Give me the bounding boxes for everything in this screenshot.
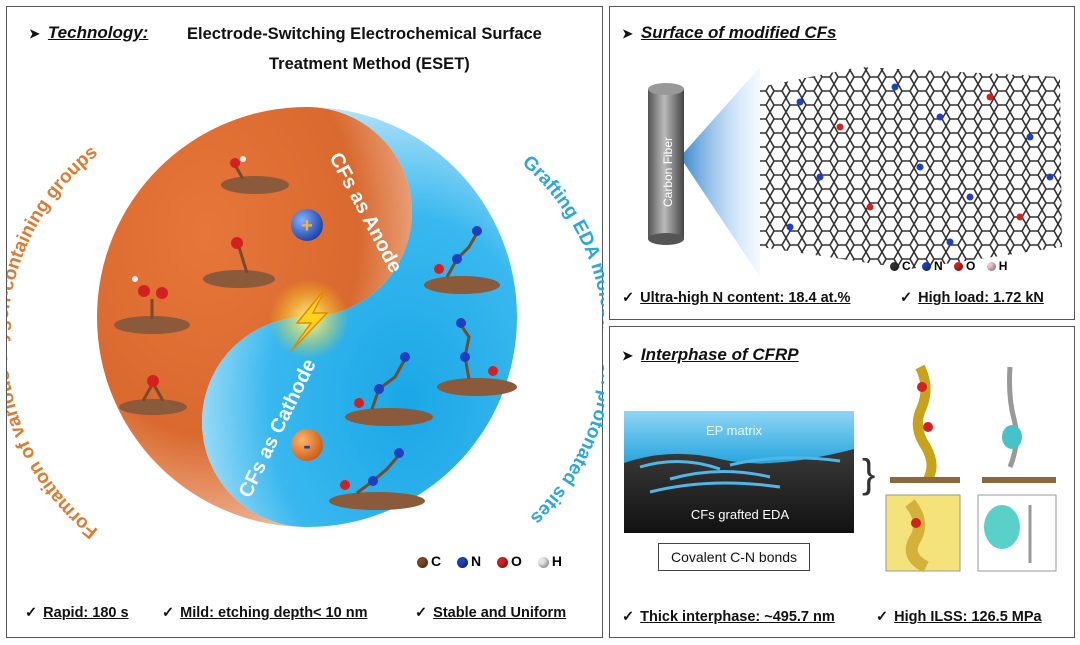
oxygen-group-molecule-3	[114, 276, 190, 334]
cfrp-interphase-illustration: EP matrix CFs grafted EDA }	[624, 364, 1057, 573]
eda-molecule-2	[345, 352, 433, 426]
oxygen-group-molecule-1	[221, 156, 289, 194]
isosurface-left	[885, 364, 961, 573]
interphase-header-text: Interphase of CFRP	[640, 345, 799, 364]
hydrogen-dot-icon	[986, 262, 996, 272]
surface-header: ➤ Surface of modified CFs	[622, 23, 836, 43]
atom-legend-surface: C N O H	[890, 259, 1007, 273]
brace-icon: }	[862, 452, 875, 496]
eset-title-line-2: Treatment Method (ESET)	[269, 55, 470, 73]
legend-n: N	[471, 553, 482, 569]
graphene-sheet	[760, 67, 1062, 269]
lightning-icon	[290, 288, 329, 352]
left-arc-text: Formation of various oxygen-containing g…	[7, 142, 102, 543]
interphase-waves	[639, 456, 841, 494]
right-arc-text: Grafting EDA molecules on protonated sit…	[518, 152, 604, 529]
modified-cf-illustration: Carbon Fiber	[648, 67, 1062, 277]
feature-rapid: ✓Rapid: 180 s	[25, 605, 129, 621]
interphase-header: ➤ Interphase of CFRP	[622, 345, 799, 365]
minus-sign: -	[303, 433, 310, 458]
ep-matrix-region	[624, 411, 854, 463]
surface-panel: ➤ Surface of modified CFs Carbon Fiber	[609, 6, 1075, 320]
nitrogen-dot-icon	[457, 556, 469, 568]
arrow-bullet-icon: ➤	[29, 26, 40, 41]
zoom-beam	[680, 67, 760, 277]
covalent-bond-label: Covalent C-N bonds	[658, 543, 811, 571]
technology-header-text: Technology:	[47, 23, 149, 42]
legend-c: C	[902, 259, 911, 273]
carbon-fiber-label: Carbon Fiber	[661, 137, 675, 207]
cf-grafted-label: CFs grafted EDA	[691, 507, 790, 522]
cathode-region	[202, 107, 517, 527]
eda-molecule-3	[437, 318, 517, 396]
anode-plus-icon	[291, 209, 323, 241]
eda-molecule-1	[424, 226, 500, 294]
technology-panel: ➤ Technology: Electrode-Switching Electro…	[6, 6, 604, 638]
eda-molecule-4	[329, 448, 425, 510]
carbon-fiber-cylinder	[648, 89, 684, 239]
ep-matrix-label: EP matrix	[706, 423, 763, 438]
fiber-bottom	[648, 233, 684, 245]
legend-h: H	[551, 553, 562, 569]
oxygen-group-molecule-4	[119, 375, 187, 415]
legend-c: C	[431, 553, 442, 569]
grafted-groups	[786, 83, 1054, 246]
atom-legend: C N O H	[417, 553, 562, 569]
feature-thick-interphase: ✓Thick interphase: ~495.7 nm	[622, 609, 835, 625]
nitrogen-dot-icon	[922, 262, 932, 272]
arrow-bullet-icon: ➤	[622, 26, 633, 41]
oxygen-dot-icon	[497, 556, 509, 568]
legend-n: N	[934, 259, 943, 273]
feature-n-content: ✓Ultra-high N content: 18.4 at.%	[622, 290, 851, 306]
carbon-dot-icon	[417, 556, 428, 568]
isosurface-right	[977, 366, 1057, 572]
fiber-top	[648, 83, 684, 95]
legend-o: O	[966, 259, 976, 273]
hydrogen-dot-icon	[537, 556, 549, 568]
technology-header: ➤ Technology:	[29, 23, 148, 43]
feature-high-ilss: ✓High ILSS: 126.5 MPa	[876, 609, 1042, 625]
cathode-minus-icon	[291, 429, 323, 461]
feature-high-load: ✓High load: 1.72 kN	[900, 290, 1044, 306]
eset-title-line-1: Electrode-Switching Electrochemical Surf…	[187, 25, 542, 43]
legend-h: H	[998, 259, 1008, 273]
carbon-dot-icon	[890, 262, 899, 272]
feature-stable: ✓Stable and Uniform	[415, 605, 567, 621]
oxygen-dot-icon	[954, 262, 964, 272]
cf-region	[624, 449, 854, 533]
legend-o: O	[511, 553, 522, 569]
interphase-panel: ➤ Interphase of CFRP EP matrix CFs grafte…	[609, 326, 1075, 638]
oxygen-group-molecule-2	[203, 237, 275, 288]
plus-sign: +	[301, 215, 313, 237]
yin-yang-diagram: + - CFs as Anode CFs as Cathode Formatio…	[7, 107, 604, 543]
arrow-bullet-icon: ➤	[622, 348, 633, 363]
anode-region	[97, 107, 412, 527]
feature-mild: ✓Mild: etching depth< 10 nm	[162, 605, 368, 621]
surface-header-text: Surface of modified CFs	[640, 23, 837, 42]
